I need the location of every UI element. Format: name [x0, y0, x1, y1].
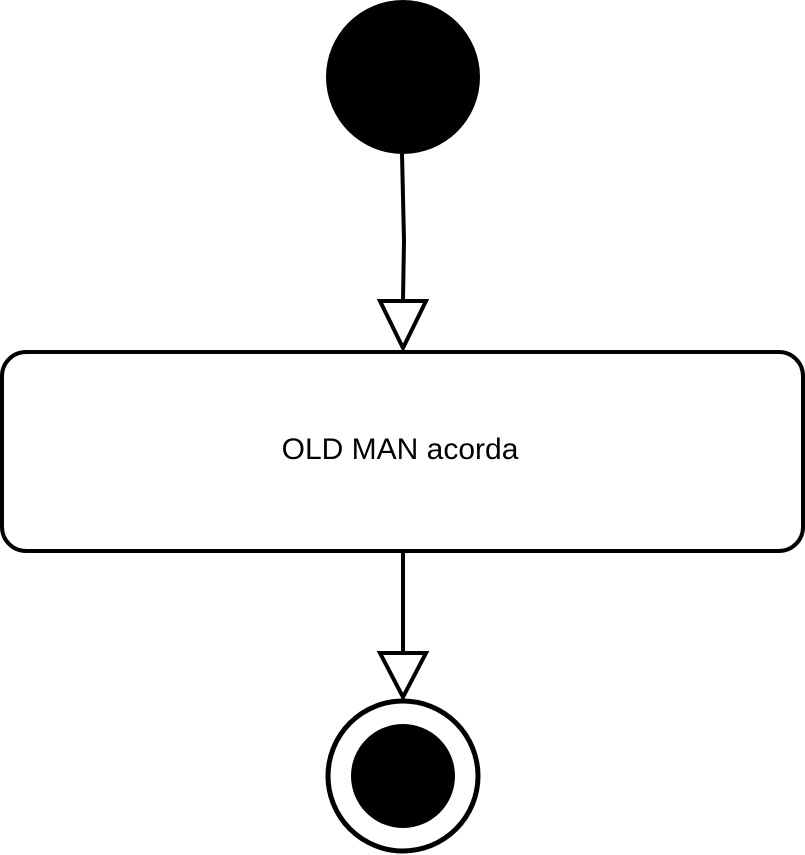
- final-node-core: [351, 724, 455, 828]
- arrowhead-hollow-triangle: [376, 299, 430, 353]
- initial-node[interactable]: [326, 0, 480, 154]
- arrowhead-hollow-triangle: [376, 651, 430, 702]
- action-label: OLD MAN acorda: [282, 433, 519, 466]
- edge-initial-to-action: [400, 153, 407, 301]
